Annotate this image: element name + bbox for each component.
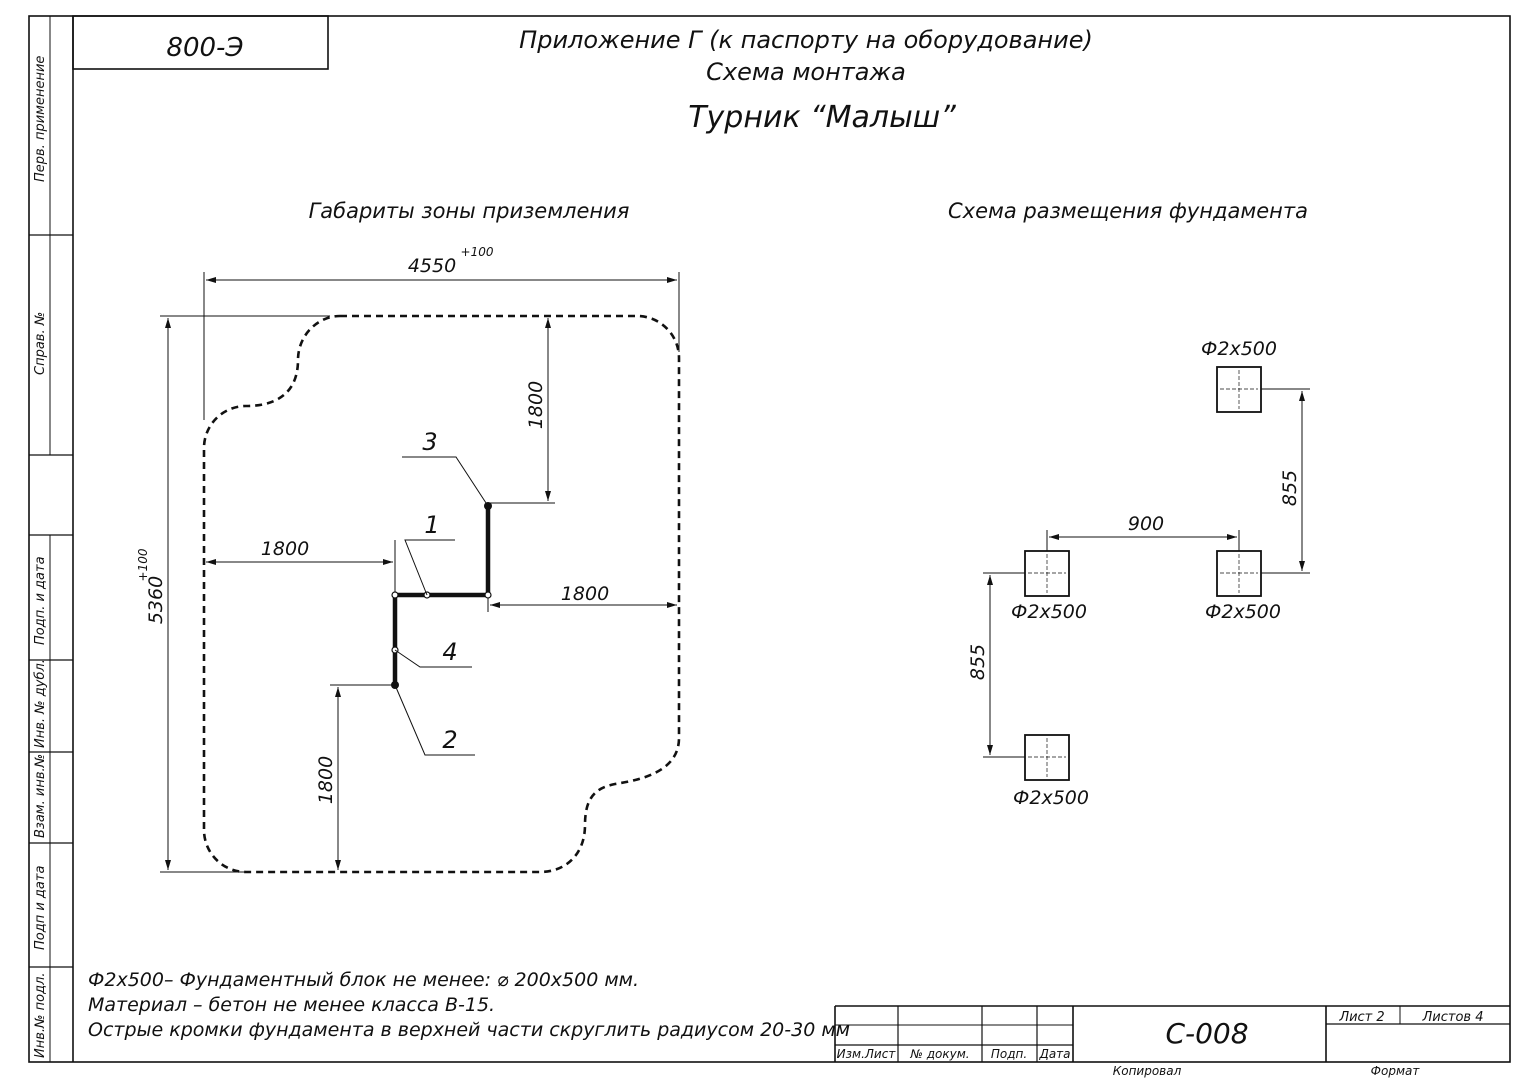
dim-left-1800: 1800 <box>206 538 396 594</box>
dim-right-1800: 1800 <box>487 583 677 612</box>
dim-bottom-1800: 1800 <box>315 684 395 870</box>
header: Приложение Г (к паспорту на оборудование… <box>519 26 1093 135</box>
dim-855-right-value: 855 <box>1279 470 1301 506</box>
dim-width-4550: 4550 +100 <box>203 245 680 420</box>
dim-foundation-855-right: 855 <box>1261 388 1310 574</box>
tb-izm-list: Изм.Лист <box>837 1047 897 1061</box>
tb-listov: Листов 4 <box>1422 1010 1484 1025</box>
dim-height-5360: 5360 +100 <box>136 315 330 873</box>
side-label-sprav-no: Справ. № <box>33 312 48 375</box>
title-block: Изм.Лист № докум. Подп. Дата С-008 Лист … <box>834 1005 1510 1078</box>
foundation-blocks <box>1024 366 1262 781</box>
side-label-vzam-inv-no: Взам. инв.№ <box>33 754 48 838</box>
dim-foundation-900: 900 <box>1046 513 1240 551</box>
tb-data: Дата <box>1038 1047 1070 1061</box>
callout-1: 1 <box>424 511 439 539</box>
page-title: Турник “Малыш” <box>688 100 956 135</box>
landing-zone-title: Габариты зоны приземления <box>309 199 630 223</box>
side-label-podp-i-data-1: Подп. и дата <box>33 556 48 645</box>
foundation-block-bottom-left <box>1024 734 1070 781</box>
foundation-title: Схема размещения фундамента <box>948 199 1308 223</box>
callout-4: 4 <box>442 638 457 666</box>
dim-width-tol: +100 <box>461 245 494 259</box>
dim-top-value: 1800 <box>525 381 547 429</box>
dim-right-value: 1800 <box>561 583 609 605</box>
side-label-podp-i-data-2: Подп и дата <box>33 866 48 950</box>
dim-foundation-855-left: 855 <box>967 572 1025 758</box>
doc-code-box: 800-Э <box>72 15 329 70</box>
dim-top-1800: 1800 <box>488 318 555 504</box>
note-line-3: Острые кромки фундамента в верхней части… <box>88 1019 850 1041</box>
dim-left-value: 1800 <box>261 538 309 560</box>
side-stamp: Перв. применение Справ. № Подп. и дата И… <box>33 56 48 1058</box>
tb-format: Формат <box>1371 1064 1421 1078</box>
block-label-top-right: Ф2х500 <box>1201 338 1277 360</box>
doc-code-text: 800-Э <box>166 33 243 63</box>
dim-height-tol: +100 <box>136 548 150 581</box>
dim-855-left-value: 855 <box>967 644 989 680</box>
callout-2: 2 <box>442 726 457 754</box>
header-line1: Приложение Г (к паспорту на оборудование… <box>519 26 1093 54</box>
dim-width-value: 4550 <box>408 255 456 277</box>
callouts: 1 2 3 4 <box>394 428 489 756</box>
foundation-block-mid-left <box>1024 550 1070 597</box>
tb-list: Лист 2 <box>1338 1010 1384 1025</box>
node-corner-left <box>391 591 399 599</box>
tb-designation: С-008 <box>1165 1017 1248 1050</box>
tb-no-dokum: № докум. <box>909 1047 969 1061</box>
foundation-block-mid-right <box>1216 550 1262 597</box>
note-line-2: Материал – бетон не менее класса В-15. <box>88 994 495 1016</box>
notes: Ф2х500– Фундаментный блок не менее: ⌀ 20… <box>88 969 850 1041</box>
foundation-labels: Ф2х500 Ф2х500 Ф2х500 Ф2х500 <box>1011 338 1281 809</box>
block-label-mid-right: Ф2х500 <box>1205 601 1281 623</box>
side-label-inv-no-podl: Инв.№ подл. <box>33 972 48 1058</box>
foundation-block-top-right <box>1216 366 1262 413</box>
dim-height-value: 5360 <box>145 576 167 624</box>
callout-3: 3 <box>422 428 437 456</box>
sheet-frame <box>28 15 1511 1063</box>
header-line2: Схема монтажа <box>706 58 906 86</box>
side-label-inv-no-dubl: Инв. № дубл. <box>33 659 48 748</box>
tb-podp: Подп. <box>991 1047 1027 1061</box>
dim-900-value: 900 <box>1128 513 1164 535</box>
side-label-perv-primenenie: Перв. применение <box>33 56 48 182</box>
node-corner-right <box>484 591 492 599</box>
block-label-bottom-left: Ф2х500 <box>1013 787 1089 809</box>
note-line-1: Ф2х500– Фундаментный блок не менее: ⌀ 20… <box>88 969 639 991</box>
tb-kopiroval: Копировал <box>1113 1064 1182 1078</box>
dim-bottom-value: 1800 <box>315 756 337 804</box>
block-label-mid-left: Ф2х500 <box>1011 601 1087 623</box>
